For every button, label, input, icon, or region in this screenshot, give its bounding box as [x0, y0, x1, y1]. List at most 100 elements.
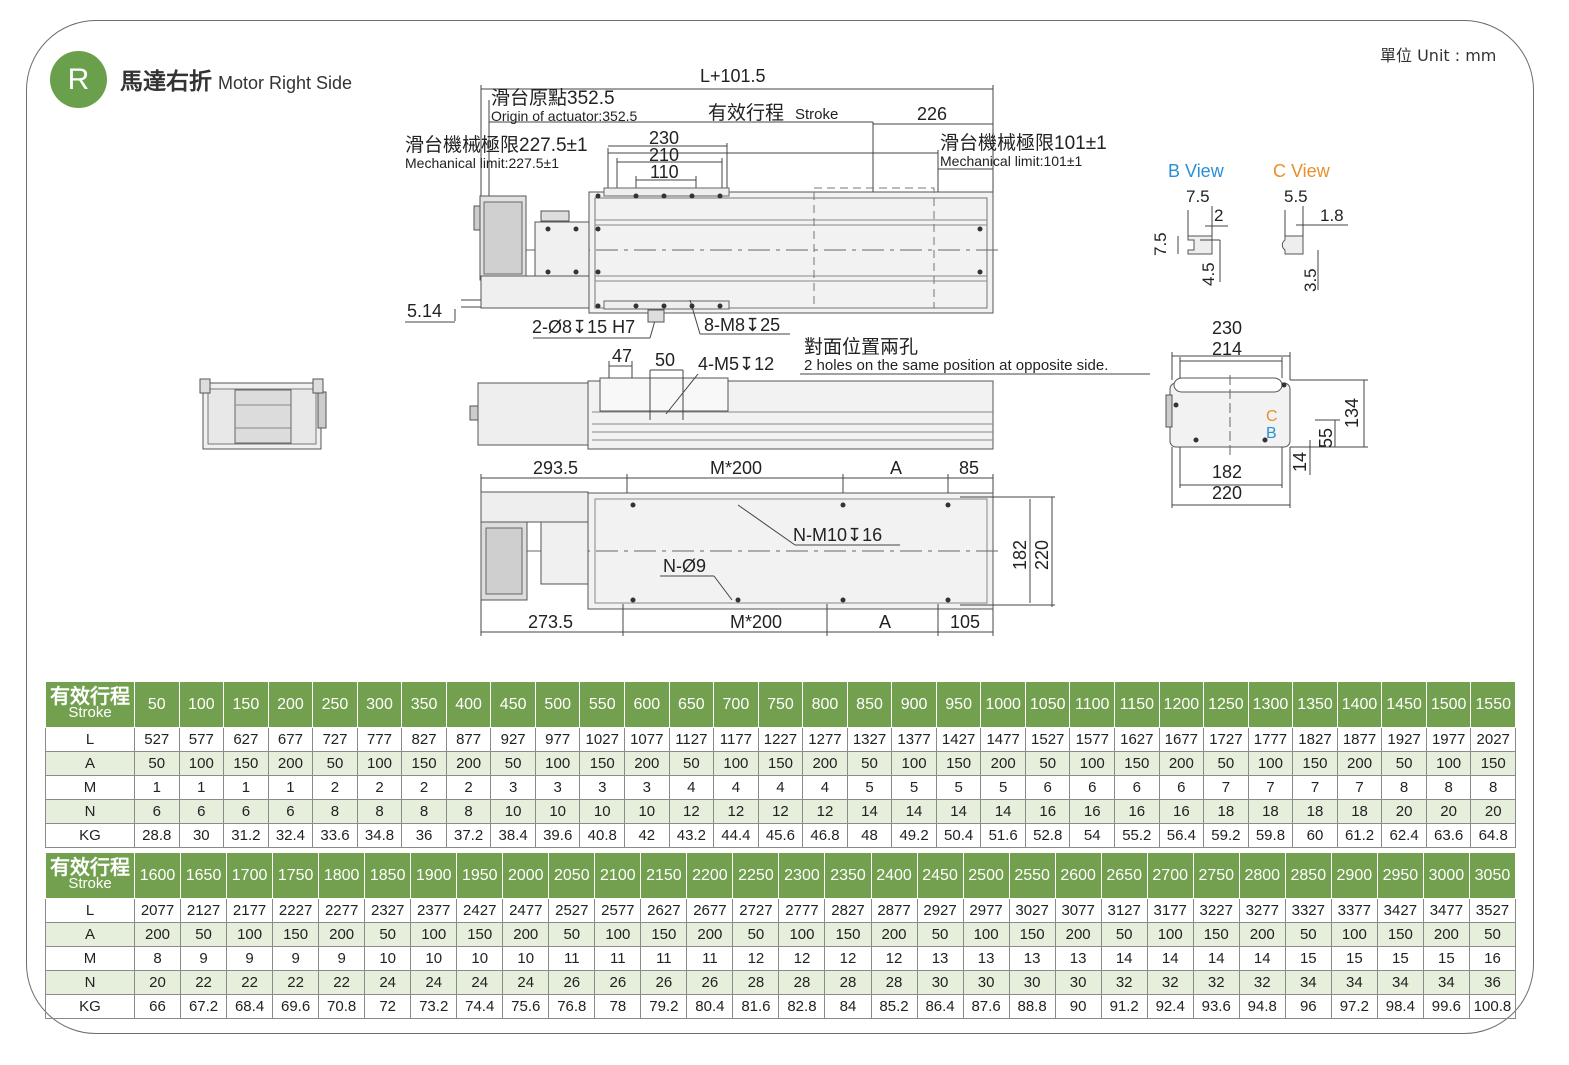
table-cell: 54	[1069, 823, 1116, 848]
stroke-header-cell: 2050	[548, 852, 596, 899]
table-cell: 62.4	[1381, 823, 1427, 848]
table-cell: 24	[364, 970, 412, 995]
table-cell: 150	[223, 751, 269, 776]
table-cell: 100.8	[1468, 994, 1517, 1019]
table-cell: 4	[668, 775, 715, 800]
table-cell: 34	[1330, 970, 1378, 995]
table-cell: 11	[548, 946, 596, 971]
dim-2935: 293.5	[533, 458, 578, 478]
table-cell: 24	[456, 970, 504, 995]
table-cell: 15	[1422, 946, 1470, 971]
table-cell: 150	[1376, 922, 1424, 947]
table-cell: 16	[1024, 799, 1071, 824]
table-cell: 28	[824, 970, 872, 995]
stroke-header-cell: 1350	[1292, 681, 1338, 728]
table-cell: 200	[133, 922, 182, 947]
table-cell: 677	[267, 727, 314, 752]
table-cell: 2927	[916, 898, 964, 923]
table-cell: 1077	[624, 727, 670, 752]
table-cell: 37.2	[445, 823, 492, 848]
table-cell: 69.6	[272, 994, 320, 1019]
pin-holes-label: 2-Ø8↧15 H7	[532, 317, 635, 337]
table-cell: 96	[1284, 994, 1332, 1019]
table-cell: 15	[1376, 946, 1424, 971]
table-cell: 100	[1069, 751, 1116, 776]
stroke-header-cell: 150	[223, 681, 269, 728]
dim-210: 210	[649, 145, 679, 165]
table-cell: 3	[579, 775, 626, 800]
dim-226: 226	[917, 104, 947, 124]
stroke-header-cell: 800	[802, 681, 848, 728]
table-cell: 200	[267, 751, 314, 776]
table-cell: 200	[1054, 922, 1102, 947]
title-en: Motor Right Side	[218, 73, 353, 93]
dim-47: 47	[612, 346, 632, 366]
stroke-header-cell: 250	[312, 681, 358, 728]
table-cell: 11	[686, 946, 734, 971]
hole-marker	[689, 193, 695, 199]
table-cell: 75.6	[502, 994, 550, 1019]
table-cell: 10	[410, 946, 458, 971]
hole-marker	[630, 502, 636, 508]
hole-marker	[840, 502, 846, 508]
table-cell: 74.4	[456, 994, 504, 1019]
table-cell: 67.2	[180, 994, 228, 1019]
table-cell: 1927	[1381, 727, 1427, 752]
table-cell: 31.2	[223, 823, 269, 848]
b-dim-75: 7.5	[1186, 187, 1210, 206]
side-view	[405, 85, 1000, 339]
stroke-header-cell: 1750	[272, 852, 320, 899]
end-dim-134: 134	[1342, 398, 1362, 428]
c-dim-55: 5.5	[1284, 187, 1308, 206]
hole-marker	[945, 597, 951, 603]
table-cell: 200	[445, 751, 492, 776]
table-cell: 5	[891, 775, 937, 800]
stroke-header-cell: 1600	[133, 852, 182, 899]
stroke-header-cell: 1100	[1069, 681, 1116, 728]
table-cell: 8	[312, 799, 358, 824]
dim-514: 5.14	[407, 301, 442, 321]
table-cell: 14	[1238, 946, 1286, 971]
stroke-header-cell: 1300	[1247, 681, 1294, 728]
table-cell: 18	[1203, 799, 1249, 824]
table-cell: 40.8	[579, 823, 626, 848]
table-cell: 1727	[1203, 727, 1249, 752]
table-cell: 100	[1330, 922, 1378, 947]
table-cell: 2377	[410, 898, 458, 923]
hole-marker	[545, 226, 551, 232]
table-cell: 150	[1114, 751, 1160, 776]
table-cell: 2027	[1470, 727, 1516, 752]
stroke-header-cell: 100	[178, 681, 225, 728]
table-cell: 30	[962, 970, 1010, 995]
table-cell: 3177	[1146, 898, 1194, 923]
table-cell: 84	[824, 994, 872, 1019]
table-cell: 10	[456, 946, 504, 971]
table-cell: 14	[846, 799, 893, 824]
hole-marker	[595, 303, 601, 309]
table-cell: 2977	[962, 898, 1010, 923]
table-cell: 3127	[1100, 898, 1148, 923]
table-cell: 70.8	[318, 994, 366, 1019]
table-cell: 3	[490, 775, 536, 800]
table-cell: 91.2	[1100, 994, 1148, 1019]
table-cell: 1527	[1024, 727, 1071, 752]
hole-marker	[1173, 402, 1179, 408]
table-cell: 8	[445, 799, 492, 824]
table-cell: 577	[178, 727, 225, 752]
table-cell: 39.6	[534, 823, 581, 848]
stroke-header-cell: 450	[490, 681, 536, 728]
table-cell: 3327	[1284, 898, 1332, 923]
table-cell: 50	[1468, 922, 1517, 947]
table-cell: 34	[1376, 970, 1424, 995]
table-cell: 1777	[1247, 727, 1294, 752]
table-cell: 43.2	[668, 823, 715, 848]
tap-m10-label: N-M10↧16	[793, 525, 882, 545]
table-cell: 33.6	[312, 823, 358, 848]
table-cell: 2	[445, 775, 492, 800]
table-cell: 14	[1100, 946, 1148, 971]
stroke-header-cell: 600	[624, 681, 670, 728]
table-cell: 88.8	[1008, 994, 1056, 1019]
table-cell: 1277	[802, 727, 848, 752]
